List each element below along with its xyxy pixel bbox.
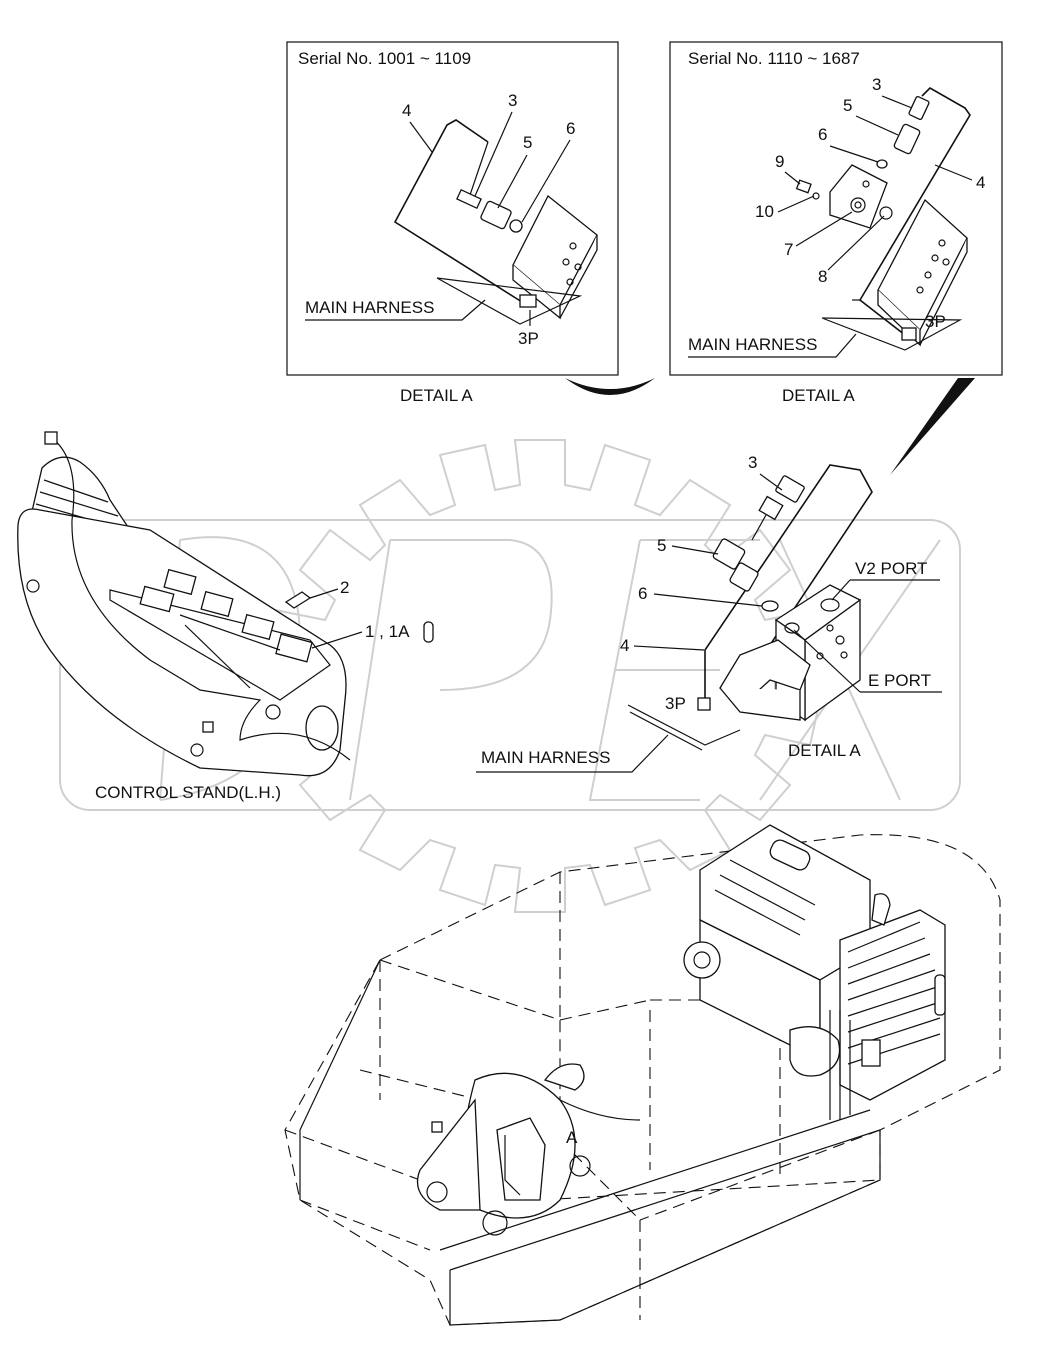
relay-2 <box>284 591 312 609</box>
callout-3-right: 3 <box>872 75 881 94</box>
connector-3p-middle <box>697 697 711 711</box>
wire-middle <box>704 464 873 700</box>
detail-box-right: Serial No. 1110 ~ 1687 <box>669 41 1003 405</box>
engine-box <box>861 1039 881 1067</box>
switch-1 <box>139 585 175 613</box>
bolt-9 <box>795 179 820 200</box>
harness-label-right: MAIN HARNESS <box>688 335 817 354</box>
adapter-middle <box>712 538 779 612</box>
callout-3-middle: 3 <box>748 453 757 472</box>
detail-left-frame <box>286 41 619 376</box>
detail-right-frame <box>669 41 1003 376</box>
connector-3p-left <box>519 294 537 308</box>
callout-2-stand: 2 <box>340 578 349 597</box>
leader-arrow-left <box>565 378 655 395</box>
callout-1-stand: 1 , 1A <box>365 622 410 641</box>
e-port-label: E PORT <box>868 671 931 690</box>
v2-port-label: V2 PORT <box>855 559 927 578</box>
middle-detail: 3 5 6 4 V2 PORT E PORT 3P MAIN HARNESS D… <box>476 453 942 773</box>
callout-4-right: 4 <box>976 173 985 192</box>
connector-label-middle: 3P <box>665 694 686 713</box>
connector-label-left: 3P <box>518 329 539 348</box>
pulley <box>683 941 721 979</box>
serial-label-right: Serial No. 1110 ~ 1687 <box>688 49 860 68</box>
callout-4-left: 4 <box>402 101 411 120</box>
callout-8-right: 8 <box>818 267 827 286</box>
callout-10-right: 10 <box>755 202 774 221</box>
callout-3-left: 3 <box>508 91 517 110</box>
wire-right <box>858 87 971 336</box>
callout-5-left: 5 <box>523 133 532 152</box>
callout-9-right: 9 <box>775 152 784 171</box>
connector-label-right: 3P <box>925 312 946 331</box>
detail-box-left: Serial No. 1001 ~ 1109 4 3 5 6 <box>286 41 619 405</box>
switch-5 <box>275 633 313 663</box>
manifold-right <box>829 164 893 229</box>
switch-4 <box>241 613 275 641</box>
callout-4-middle: 4 <box>620 636 629 655</box>
detail-caption-left: DETAIL A <box>400 386 473 405</box>
stand-connector-bottom <box>202 721 214 733</box>
machine-frame: A <box>284 834 1001 1326</box>
alternator <box>789 1026 841 1077</box>
pressure-switch-middle <box>751 475 805 541</box>
control-stand-label: CONTROL STAND(L.H.) <box>95 783 281 802</box>
swing-bracket <box>416 1063 641 1236</box>
small-fitting <box>431 1121 443 1133</box>
callout-6-right: 6 <box>818 125 827 144</box>
callout-6-middle: 6 <box>638 584 647 603</box>
harness-label-middle: MAIN HARNESS <box>481 748 610 767</box>
engine-assembly <box>683 824 946 1120</box>
callout-5-middle: 5 <box>657 536 666 555</box>
detail-caption-right: DETAIL A <box>782 386 855 405</box>
pressure-switch-left <box>456 188 523 233</box>
callout-6-left: 6 <box>566 119 575 138</box>
pressure-switch-right <box>876 95 930 169</box>
harness-label-left: MAIN HARNESS <box>305 298 434 317</box>
callout-7-right: 7 <box>784 240 793 259</box>
detail-caption-middle: DETAIL A <box>788 741 861 760</box>
switch-2 <box>163 568 197 596</box>
switch-3 <box>200 590 234 618</box>
control-stand: 2 1 , 1A CONTROL STAND(L.H.) <box>17 431 434 802</box>
bulb-icon <box>423 621 434 643</box>
callout-a-machine: A <box>566 1128 578 1147</box>
round-port <box>305 705 339 751</box>
connector-3p-right <box>901 327 917 341</box>
stand-wire <box>51 437 351 761</box>
callout-5-right: 5 <box>843 96 852 115</box>
serial-label-left: Serial No. 1001 ~ 1109 <box>298 49 471 68</box>
stand-connector-top <box>44 431 58 445</box>
leader-arrow-right <box>890 378 975 475</box>
wire-left <box>393 119 523 303</box>
